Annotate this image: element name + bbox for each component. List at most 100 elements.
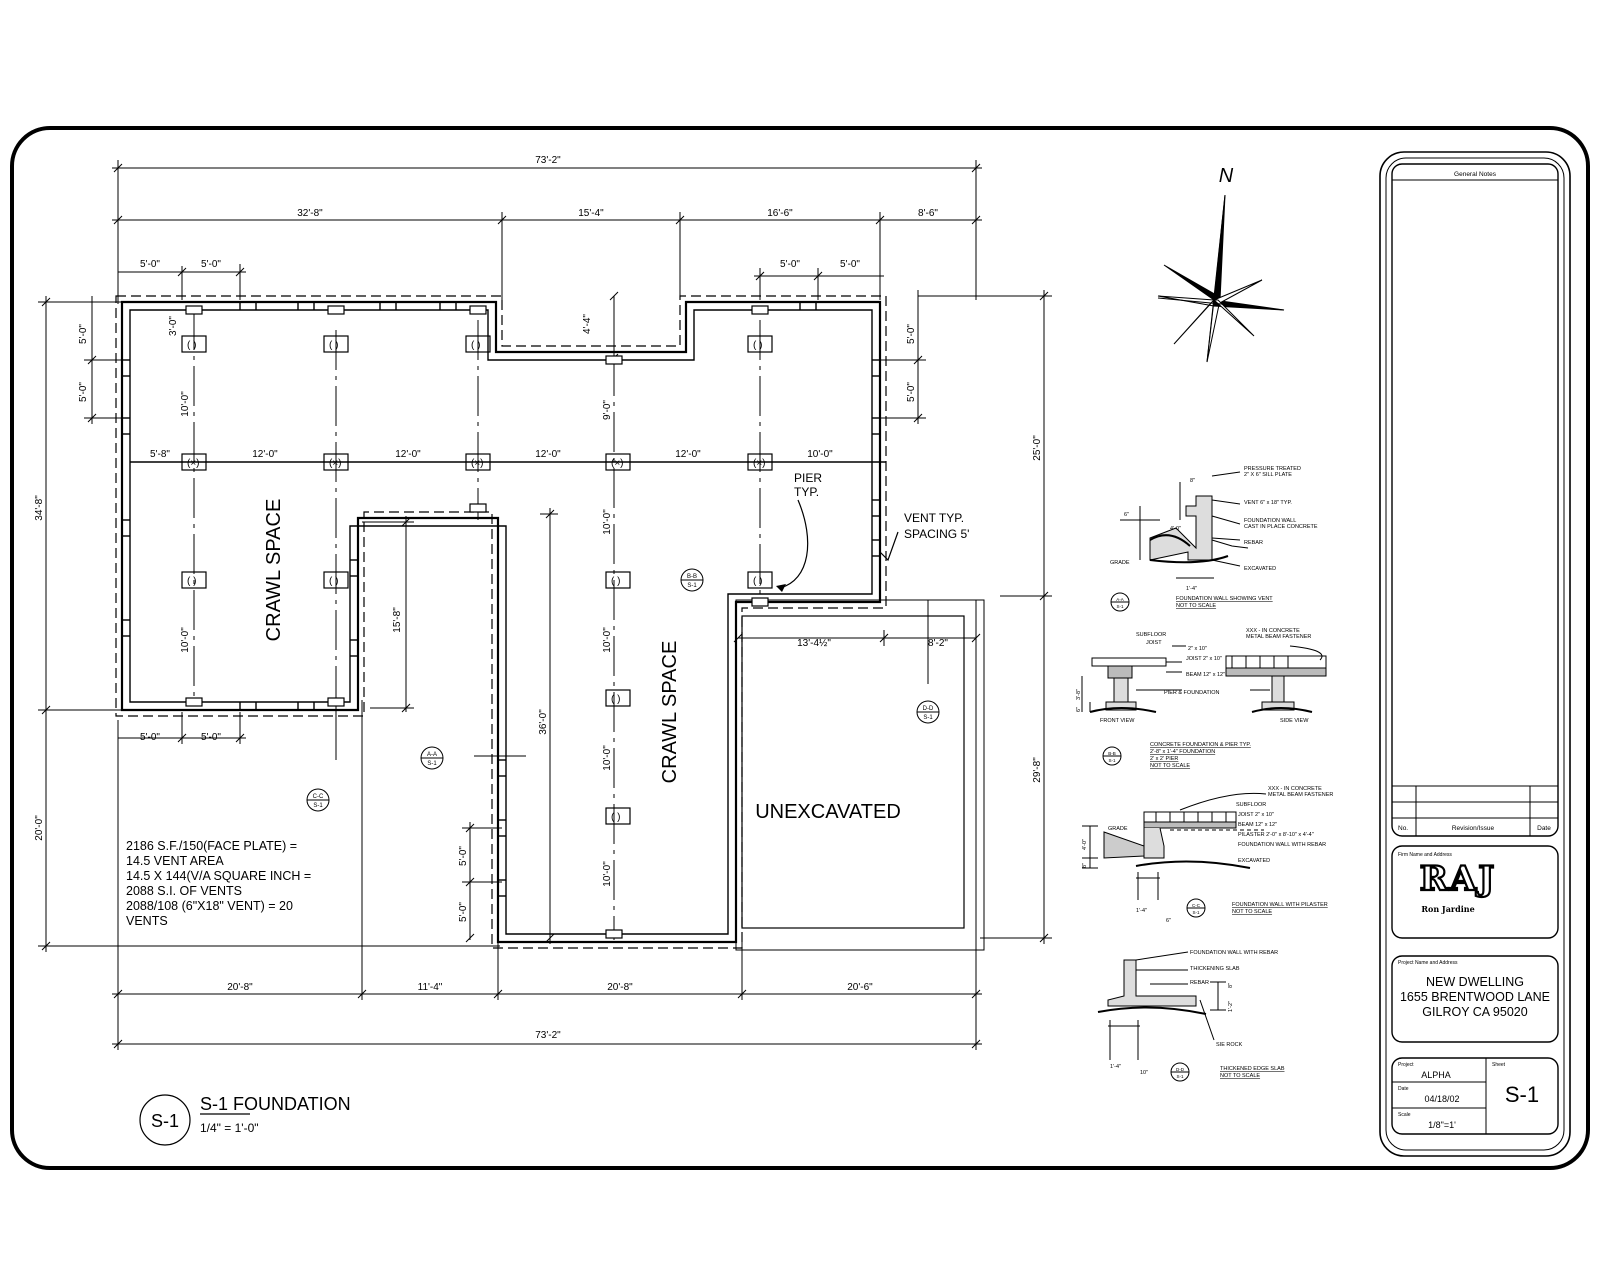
dim-8-2: 8'-2"	[928, 638, 948, 649]
title-scale: 1/4" = 1'-0"	[200, 1121, 259, 1135]
svg-text:6": 6"	[1076, 707, 1082, 712]
rev-date: Date	[1537, 825, 1551, 832]
svg-text:GRADE: GRADE	[1108, 826, 1128, 832]
svg-text:( ): ( )	[329, 340, 338, 351]
dim-low-5b: 5'-0"	[458, 902, 469, 922]
svg-text:2' x 2' PIER: 2' x 2' PIER	[1150, 756, 1178, 762]
svg-text:GRADE: GRADE	[1110, 560, 1130, 566]
plan-labels: CRAWL SPACE CRAWL SPACE UNEXCAVATED PIER…	[263, 471, 969, 823]
dim-left-v2: 5'-0"	[78, 382, 89, 402]
dim-pier-v2: 10'-0"	[180, 391, 191, 417]
svg-text:CAST IN PLACE CONCRETE: CAST IN PLACE CONCRETE	[1244, 524, 1318, 530]
project-line-1: NEW DWELLING	[1426, 975, 1524, 989]
detail-c: XXX - IN CONCRETE METAL BEAM FASTENER SU…	[1082, 786, 1333, 924]
svg-text:BEAM 12" x 12": BEAM 12" x 12"	[1186, 672, 1225, 678]
svg-text:XXX - IN CONCRETE: XXX - IN CONCRETE	[1246, 628, 1300, 634]
dim-vent-e: 5'-0"	[140, 732, 160, 743]
vent-calculation: 2186 S.F./150(FACE PLATE) = 14.5 VENT AR…	[126, 839, 311, 928]
dim-right-v2: 5'-0"	[906, 382, 917, 402]
svg-text:10": 10"	[1140, 1070, 1148, 1076]
section-marker-c: C-C S-1	[306, 788, 330, 812]
svg-text:REBAR: REBAR	[1190, 980, 1209, 986]
dim-right-v1: 5'-0"	[906, 324, 917, 344]
svg-text:SUBFLOOR: SUBFLOOR	[1236, 802, 1266, 808]
svg-text:SIE ROCK: SIE ROCK	[1216, 1042, 1243, 1048]
svg-text:8": 8"	[1190, 478, 1195, 484]
foundation-plan: ( ) ( ) ( ) ( ) (×) (×) (×) (×) (×) ( ) …	[115, 295, 985, 951]
dimension-texts: 73'-2" 32'-8" 15'-4" 16'-6" 8'-6" 5'-0" …	[34, 155, 1043, 1041]
svg-text:2'-8" x 1'-4" FOUNDATION: 2'-8" x 1'-4" FOUNDATION	[1150, 749, 1215, 755]
svg-text:1'-4": 1'-4"	[1186, 586, 1197, 592]
rev-no: No.	[1398, 825, 1408, 832]
svg-text:S-1: S-1	[1108, 758, 1116, 763]
dim-vent-c: 5'-0"	[780, 259, 800, 270]
project-line-2: 1655 BRENTWOOD LANE	[1400, 990, 1550, 1004]
svg-text:A-A: A-A	[1116, 597, 1124, 602]
section-marker-a: A-A S-1	[420, 746, 444, 770]
svg-text:EXCAVATED: EXCAVATED	[1244, 566, 1276, 572]
dim-span-d: 12'-0"	[535, 449, 561, 460]
scale-value: 1/8"=1'	[1428, 1120, 1456, 1130]
dim-span-f: 10'-0"	[807, 449, 833, 460]
dim-seg3: 16'-6"	[767, 208, 793, 219]
svg-text:JOIST: JOIST	[1146, 640, 1162, 646]
svg-text:14.5 VENT AREA: 14.5 VENT AREA	[126, 854, 224, 868]
dim-span-b: 12'-0"	[252, 449, 278, 460]
dim-left-overall: 34'-8"	[34, 495, 45, 521]
pier-note-1: PIER	[794, 471, 822, 485]
foundation-wall-inner	[129, 309, 873, 935]
svg-text:( ): ( )	[611, 812, 620, 823]
dim-low-5a: 5'-0"	[458, 846, 469, 866]
dim-span-a: 5'-8"	[150, 449, 170, 460]
svg-text:PIER & FOUNDATION: PIER & FOUNDATION	[1164, 690, 1220, 696]
dim-span-c: 12'-0"	[395, 449, 421, 460]
svg-text:S-1: S-1	[1176, 1074, 1184, 1079]
dim-bot3: 20'-8"	[607, 982, 633, 993]
svg-text:XXX - IN CONCRETE: XXX - IN CONCRETE	[1268, 786, 1322, 792]
section-marker-b: B-B S-1	[680, 568, 704, 592]
dim-right-25: 25'-0"	[1032, 435, 1043, 461]
title-name: S-1 FOUNDATION	[200, 1094, 351, 1114]
rev-issue: Revision/Issue	[1452, 825, 1495, 832]
svg-text:2088/108 (6"X18" VENT) = 20: 2088/108 (6"X18" VENT) = 20	[126, 899, 293, 913]
svg-text:FRONT VIEW: FRONT VIEW	[1100, 718, 1135, 724]
dim-13: 13'-4½"	[797, 638, 831, 649]
svg-text:2088 S.I. OF VENTS: 2088 S.I. OF VENTS	[126, 884, 242, 898]
dim-pier-v3: 10'-0"	[180, 627, 191, 653]
svg-text:B-B: B-B	[687, 574, 697, 580]
crawl-space-mid: CRAWL SPACE	[659, 641, 681, 784]
date-label: Date	[1398, 1086, 1409, 1092]
svg-text:D-D: D-D	[1176, 1067, 1185, 1072]
section-marker-d: D-D S-1	[916, 700, 940, 724]
dim-vent-a: 5'-0"	[140, 259, 160, 270]
dim-bot2: 11'-4"	[418, 982, 443, 993]
unexcavated-label: UNEXCAVATED	[755, 801, 901, 823]
svg-text:PILASTER 2'-0" x 8'-10" x 4'-4: PILASTER 2'-0" x 8'-10" x 4'-4"	[1238, 832, 1314, 838]
project-line-3: GILROY CA 95020	[1422, 1005, 1527, 1019]
svg-text:FOUNDATION WALL SHOWING VENT: FOUNDATION WALL SHOWING VENT	[1176, 596, 1273, 602]
svg-text:CONCRETE FOUNDATION & PIER TYP: CONCRETE FOUNDATION & PIER TYP.	[1150, 742, 1251, 748]
dim-bot1: 20'-8"	[227, 982, 253, 993]
svg-text:S-1: S-1	[1116, 604, 1124, 609]
title-bubble: S-1	[151, 1111, 179, 1131]
svg-text:8": 8"	[1082, 863, 1088, 868]
firm-label: Firm Name and Address	[1398, 852, 1452, 858]
svg-text:1'-2": 1'-2"	[1228, 1001, 1234, 1012]
svg-text:SUBFLOOR: SUBFLOOR	[1136, 632, 1166, 638]
dimension-lines	[38, 160, 1052, 1050]
sheet-border	[10, 126, 1590, 1170]
project-label: Project Name and Address	[1398, 960, 1458, 966]
dim-mid-10b: 10'-0"	[602, 627, 613, 653]
sheet-label: Sheet	[1492, 1062, 1506, 1068]
date-value: 04/18/02	[1424, 1094, 1459, 1104]
svg-text:6": 6"	[1166, 918, 1171, 924]
dim-vent-f: 5'-0"	[201, 732, 221, 743]
dim-vent-b: 5'-0"	[201, 259, 221, 270]
svg-text:FOUNDATION WALL: FOUNDATION WALL	[1244, 518, 1296, 524]
svg-text:( ): ( )	[471, 340, 480, 351]
svg-text:METAL BEAM FASTENER: METAL BEAM FASTENER	[1246, 634, 1311, 640]
svg-text:NOT TO SCALE: NOT TO SCALE	[1150, 763, 1190, 769]
dim-overall-top: 73'-2"	[535, 155, 561, 166]
dim-seg1: 32'-8"	[297, 208, 323, 219]
svg-text:4'-0": 4'-0"	[1082, 839, 1088, 850]
